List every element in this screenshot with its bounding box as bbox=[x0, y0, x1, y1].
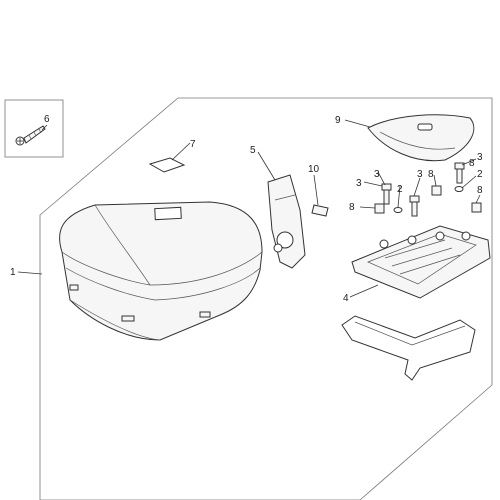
callout-3: 3 bbox=[417, 169, 423, 180]
bolt-part-3c bbox=[454, 162, 465, 184]
callout-8: 8 bbox=[469, 158, 475, 169]
bolt-part-3b bbox=[409, 195, 420, 217]
bolt-part-3a bbox=[381, 183, 392, 205]
screw-inset-frame bbox=[4, 99, 64, 158]
callout-8: 8 bbox=[428, 169, 434, 180]
callout-3: 3 bbox=[356, 178, 362, 189]
label-part-7 bbox=[148, 157, 186, 173]
callout-5: 5 bbox=[250, 145, 256, 156]
callout-3: 3 bbox=[477, 152, 483, 163]
nut-part-8b bbox=[431, 185, 442, 196]
leader-lines bbox=[17, 119, 481, 298]
callout-7: 7 bbox=[190, 139, 196, 150]
washer-part-2a bbox=[393, 207, 403, 213]
callout-9: 9 bbox=[335, 115, 341, 126]
callout-3: 3 bbox=[374, 169, 380, 180]
rack-support-frame bbox=[341, 315, 476, 381]
backrest-part-9 bbox=[367, 114, 475, 162]
callout-2: 2 bbox=[397, 184, 403, 195]
nut-part-8c bbox=[471, 202, 482, 213]
pad-part-10 bbox=[311, 204, 329, 217]
top-case-part-1 bbox=[59, 201, 263, 341]
callout-4: 4 bbox=[343, 293, 349, 304]
washer-part-2b bbox=[454, 186, 464, 192]
callout-8: 8 bbox=[349, 202, 355, 213]
callout-10: 10 bbox=[308, 164, 320, 175]
main-frame bbox=[39, 97, 493, 500]
callout-2: 2 bbox=[477, 169, 483, 180]
hinge-part-5 bbox=[267, 174, 306, 269]
screw-part-6 bbox=[15, 125, 46, 146]
callout-8: 8 bbox=[477, 185, 483, 196]
callout-6: 6 bbox=[44, 114, 50, 125]
callout-1: 1 bbox=[10, 267, 16, 278]
nut-part-8a bbox=[374, 203, 385, 214]
rack-plate-part-4 bbox=[351, 225, 491, 299]
